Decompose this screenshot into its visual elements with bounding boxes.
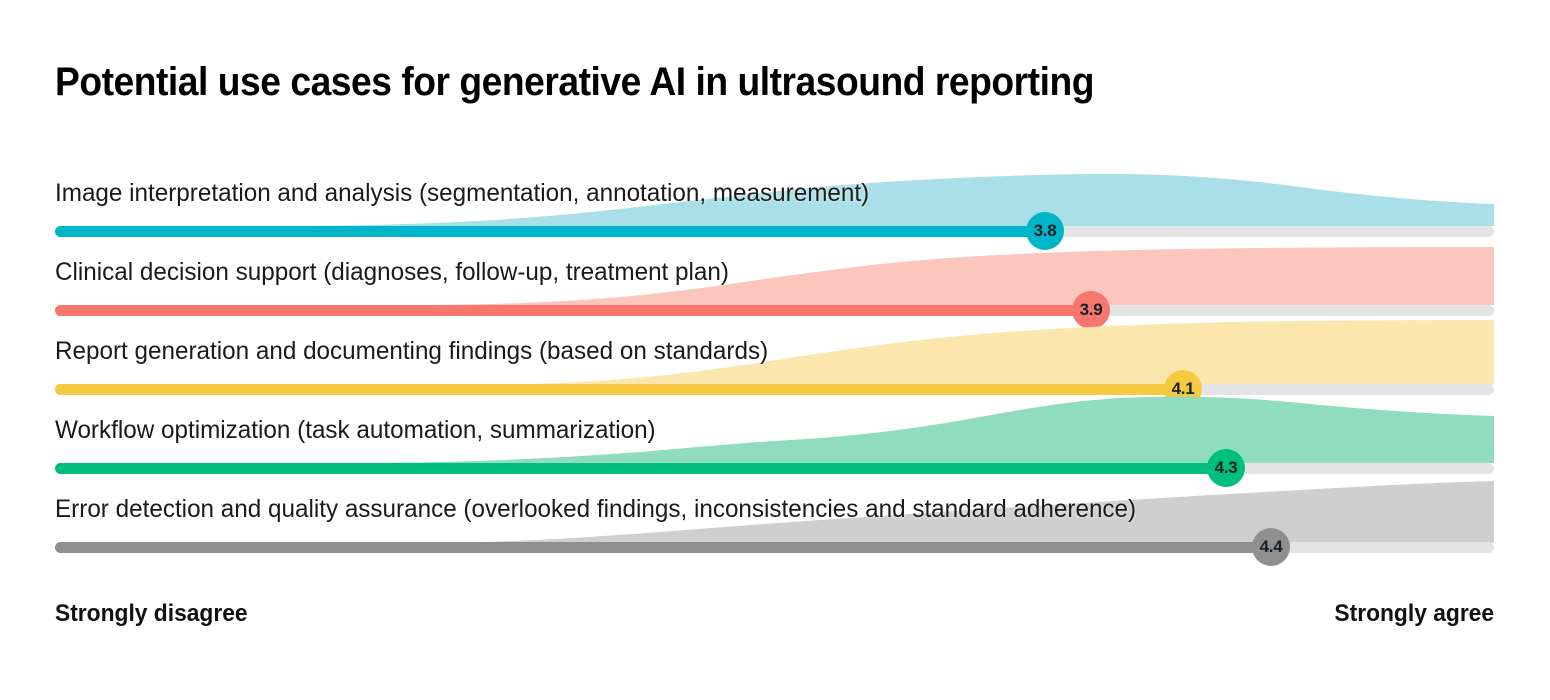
density-curve-error-detection xyxy=(55,481,1494,543)
plot-area: Image interpretation and analysis (segme… xyxy=(0,155,1550,570)
bar-fill xyxy=(55,305,1091,316)
row-label: Workflow optimization (task automation, … xyxy=(55,416,656,444)
value-marker: 4.3 xyxy=(1207,449,1245,487)
row-label: Image interpretation and analysis (segme… xyxy=(55,179,870,207)
axis-captions: Strongly disagree Strongly agree xyxy=(0,600,1550,640)
value-marker: 3.8 xyxy=(1026,212,1064,250)
bar-track xyxy=(55,542,1494,553)
chart-row-report-generation: Report generation and documenting findin… xyxy=(0,313,1550,408)
bar-fill xyxy=(55,542,1271,553)
value-marker: 4.4 xyxy=(1252,528,1290,566)
chart-row-clinical-decision-support: Clinical decision support (diagnoses, fo… xyxy=(0,234,1550,329)
row-label: Clinical decision support (diagnoses, fo… xyxy=(55,258,729,286)
row-label: Report generation and documenting findin… xyxy=(55,337,769,365)
bar-fill xyxy=(55,463,1226,474)
bar-track xyxy=(55,226,1494,237)
bar-track xyxy=(55,384,1494,395)
bar-fill xyxy=(55,226,1045,237)
page-title: Potential use cases for generative AI in… xyxy=(55,60,1094,104)
bar-fill xyxy=(55,384,1183,395)
bar-track xyxy=(55,463,1494,474)
density-curve-report-generation xyxy=(55,320,1494,385)
axis-label-strongly-agree: Strongly agree xyxy=(1334,600,1494,627)
chart-row-error-detection: Error detection and quality assurance (o… xyxy=(0,471,1550,566)
chart-row-image-interpretation: Image interpretation and analysis (segme… xyxy=(0,155,1550,250)
axis-label-strongly-disagree: Strongly disagree xyxy=(55,600,248,627)
value-marker: 3.9 xyxy=(1072,291,1110,329)
density-curve-clinical-decision-support xyxy=(55,247,1494,305)
density-curve-workflow-optimization xyxy=(55,396,1494,463)
density-curve-image-interpretation xyxy=(55,174,1494,226)
chart-row-workflow-optimization: Workflow optimization (task automation, … xyxy=(0,392,1550,487)
row-label: Error detection and quality assurance (o… xyxy=(55,495,1137,523)
bar-track xyxy=(55,305,1494,316)
